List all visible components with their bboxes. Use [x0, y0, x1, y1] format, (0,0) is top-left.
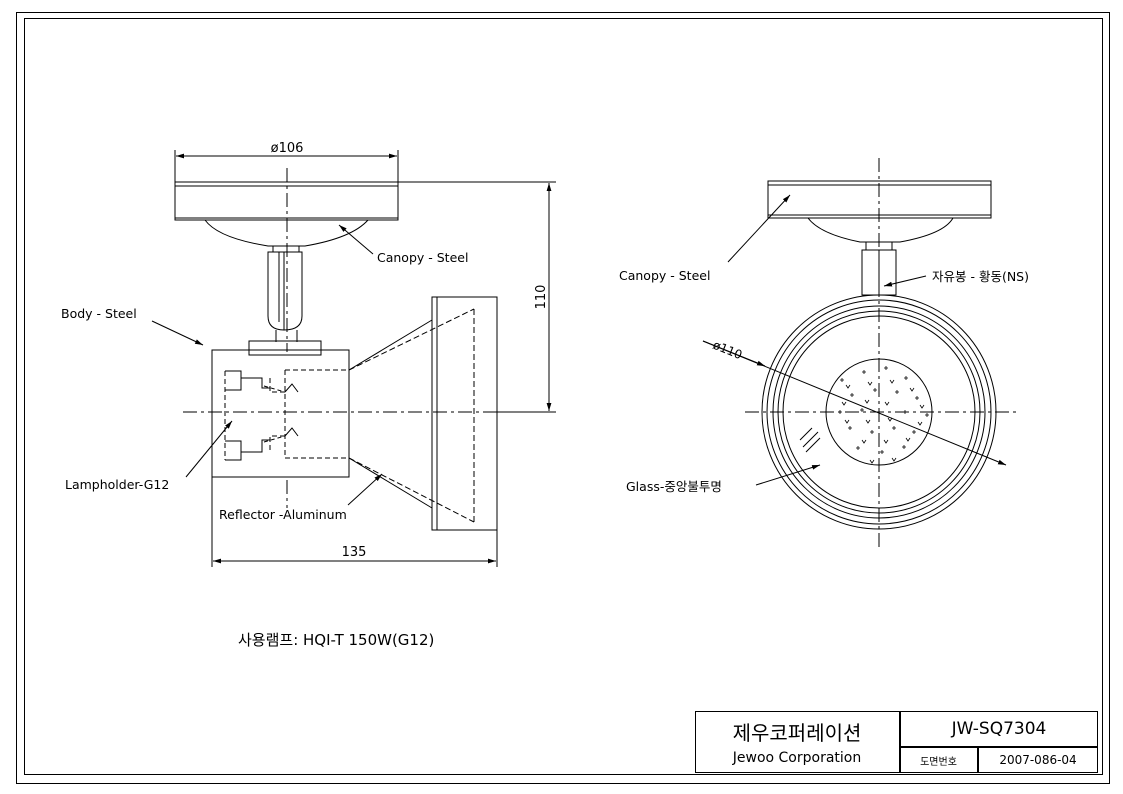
front-view — [702, 158, 1017, 548]
leader-canopy-right — [727, 194, 791, 263]
drawing-no-label: 도면번호 — [920, 756, 957, 768]
width-label: 135 — [342, 545, 367, 560]
lamp-note: 사용램프: HQI-T 150W(G12) — [238, 631, 434, 649]
leader-lampholder — [185, 420, 233, 478]
inner-border — [24, 18, 1103, 775]
outer-border — [16, 12, 1110, 784]
glass-label: Glass-중앙불투명 — [626, 479, 722, 494]
drawing-no: 2007-086-04 — [999, 753, 1077, 767]
title-block-divider-h — [899, 746, 1098, 748]
canopy-left-label: Canopy - Steel — [377, 250, 468, 265]
dim-width — [211, 477, 498, 567]
rod-label: 자유봉 - 황동(NS) — [932, 269, 1029, 284]
canopy-right-label: Canopy - Steel — [619, 268, 710, 283]
leader-body — [151, 320, 204, 346]
reflector-diameter-label: ø110 — [711, 338, 744, 362]
title-block-divider-v2 — [977, 746, 979, 773]
leader-glass — [755, 464, 821, 486]
company-english: Jewoo Corporation — [732, 750, 862, 766]
body-label: Body - Steel — [61, 306, 137, 321]
title-block — [695, 711, 1098, 773]
leader-canopy-left — [338, 224, 374, 255]
leader-rod — [883, 275, 927, 287]
model-number: JW-SQ7304 — [951, 719, 1047, 739]
side-view — [151, 150, 556, 567]
title-block-divider-v — [899, 711, 901, 773]
reflector-label: Reflector -Aluminum — [219, 507, 347, 522]
company-korean: 제우코퍼레이션 — [732, 720, 862, 745]
reflector-side — [348, 296, 498, 531]
leader-reflector — [347, 473, 383, 506]
body-side — [211, 349, 350, 478]
dim-top-diameter — [174, 150, 399, 182]
height-label: 110 — [534, 285, 549, 310]
top-diameter-label: ø106 — [271, 141, 304, 156]
stem-side — [248, 245, 322, 356]
lampholder-label: Lampholder-G12 — [65, 477, 169, 492]
glare-marks — [799, 427, 821, 453]
dim-height — [398, 181, 556, 413]
